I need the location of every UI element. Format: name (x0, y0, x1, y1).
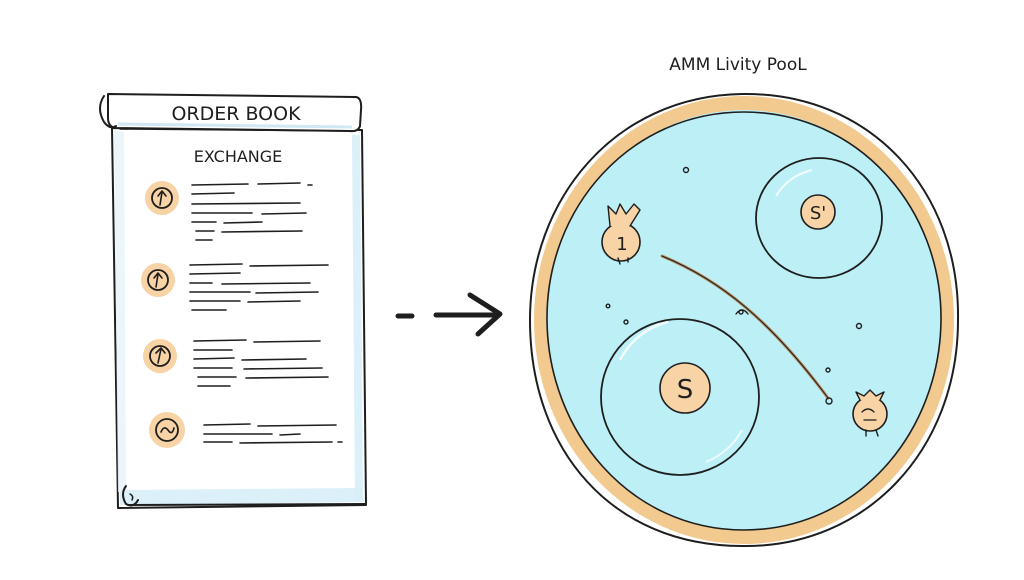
order-book-title: ORDER BOOK (171, 103, 301, 125)
token-bag-left-label: 1 (616, 234, 627, 255)
bubbles (605, 166, 863, 373)
entry-coin-3 (143, 339, 177, 373)
arrow-right-icon (395, 292, 503, 337)
entry-lines (189, 182, 343, 444)
order-book-subtitle: EXCHANGE (194, 147, 283, 166)
entry-coin-2 (141, 263, 175, 297)
large-coin-label: S (677, 375, 694, 405)
pool-title: AMM Livity PooL (669, 55, 807, 75)
entry-coin-1 (145, 181, 179, 215)
order-book-scroll: ORDER BOOK EXCHANGE (99, 93, 367, 509)
large-pool-ring: S (600, 318, 760, 476)
liquidity-pool: AMM Livity PooL S' S (529, 55, 960, 548)
entry-coin-4 (149, 412, 185, 448)
money-bag-icon (852, 389, 888, 437)
small-coin-label: S' (810, 203, 826, 224)
token-bag-left: 1 (601, 203, 641, 265)
small-pool-ring: S' (755, 157, 883, 279)
